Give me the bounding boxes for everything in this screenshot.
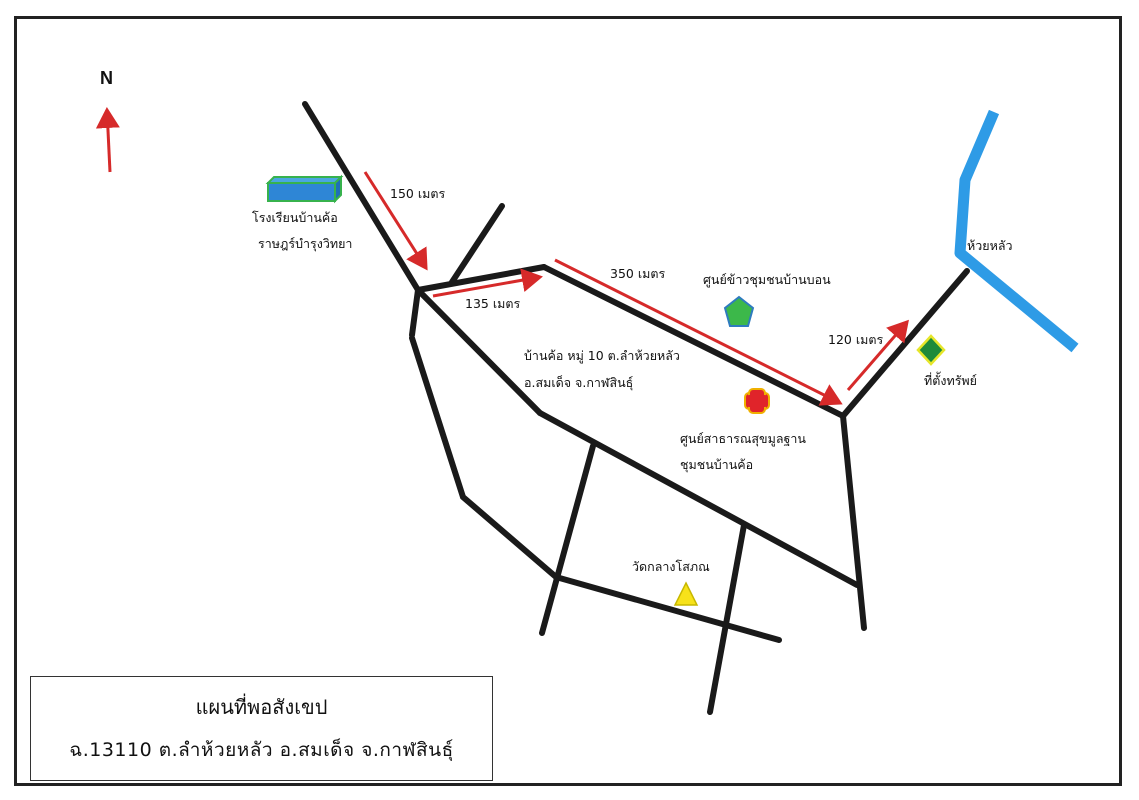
road-north-spur [449, 203, 505, 285]
rice-center-label: ศูนย์ข้าวชุมชนบ้านบอน [703, 272, 831, 287]
map-frame [14, 16, 1122, 786]
stream-label: ห้วยหลัว [967, 238, 1013, 253]
route-arrows [363, 171, 909, 406]
north-label: N [100, 68, 113, 88]
temple-label: วัดกลางโสภณ [632, 559, 710, 574]
road-south-a [539, 443, 596, 636]
road-east-south [840, 413, 867, 631]
road-diagonal-middle [415, 287, 543, 416]
road-south-east [553, 574, 782, 643]
school-label-line1: โรงเรียนบ้านค้อ [252, 210, 338, 225]
road-northwest [302, 101, 421, 293]
distance-150-label: 150 เมตร [390, 186, 446, 201]
stream-huai-lua [954, 109, 1079, 353]
temple-triangle-icon [673, 581, 699, 606]
distance-120-label: 120 เมตร [828, 332, 884, 347]
legend-address: ฉ.13110 ต.ลำห้วยหลัว อ.สมเด็จ จ.กาฬสินธุ… [69, 739, 454, 761]
road-network [302, 101, 970, 715]
north-arrow [95, 107, 120, 173]
route-arrow-150 [363, 171, 428, 271]
road-west-loop [409, 335, 559, 580]
health-cross-icon [744, 388, 770, 414]
location-label: ที่ตั้งทรัพย์ [924, 373, 977, 388]
route-arrow-135 [432, 268, 543, 298]
distance-135-label: 135 เมตร [465, 296, 521, 311]
health-center-label-line2: ชุมชนบ้านค้อ [680, 457, 754, 472]
health-center-label-line1: ศูนย์สาธารณสุขมูลฐาน [680, 431, 806, 446]
road-short-down [409, 287, 421, 338]
distance-350-label: 350 เมตร [610, 266, 666, 281]
legend-title: แผนที่พอสังเขป [195, 695, 328, 719]
village-label-line2: อ.สมเด็จ จ.กาฬสินธุ์ [524, 375, 634, 390]
route-arrow-350 [554, 258, 843, 406]
road-middle-east [537, 410, 860, 588]
location-diamond-icon [916, 334, 946, 366]
road-to-stream [840, 268, 970, 419]
school-label-line2: ราษฎร์บำรุงวิทยา [258, 236, 353, 251]
rice-center-pentagon-icon [723, 295, 755, 327]
map-legend-box: แผนที่พอสังเขป ฉ.13110 ต.ลำห้วยหลัว อ.สม… [30, 676, 493, 781]
school-icon [265, 174, 344, 204]
village-label-line1: บ้านค้อ หมู่ 10 ต.ลำห้วยหลัว [524, 348, 680, 363]
route-arrow-120 [846, 319, 909, 391]
road-south-b [707, 522, 747, 715]
road-main-east [541, 264, 846, 419]
